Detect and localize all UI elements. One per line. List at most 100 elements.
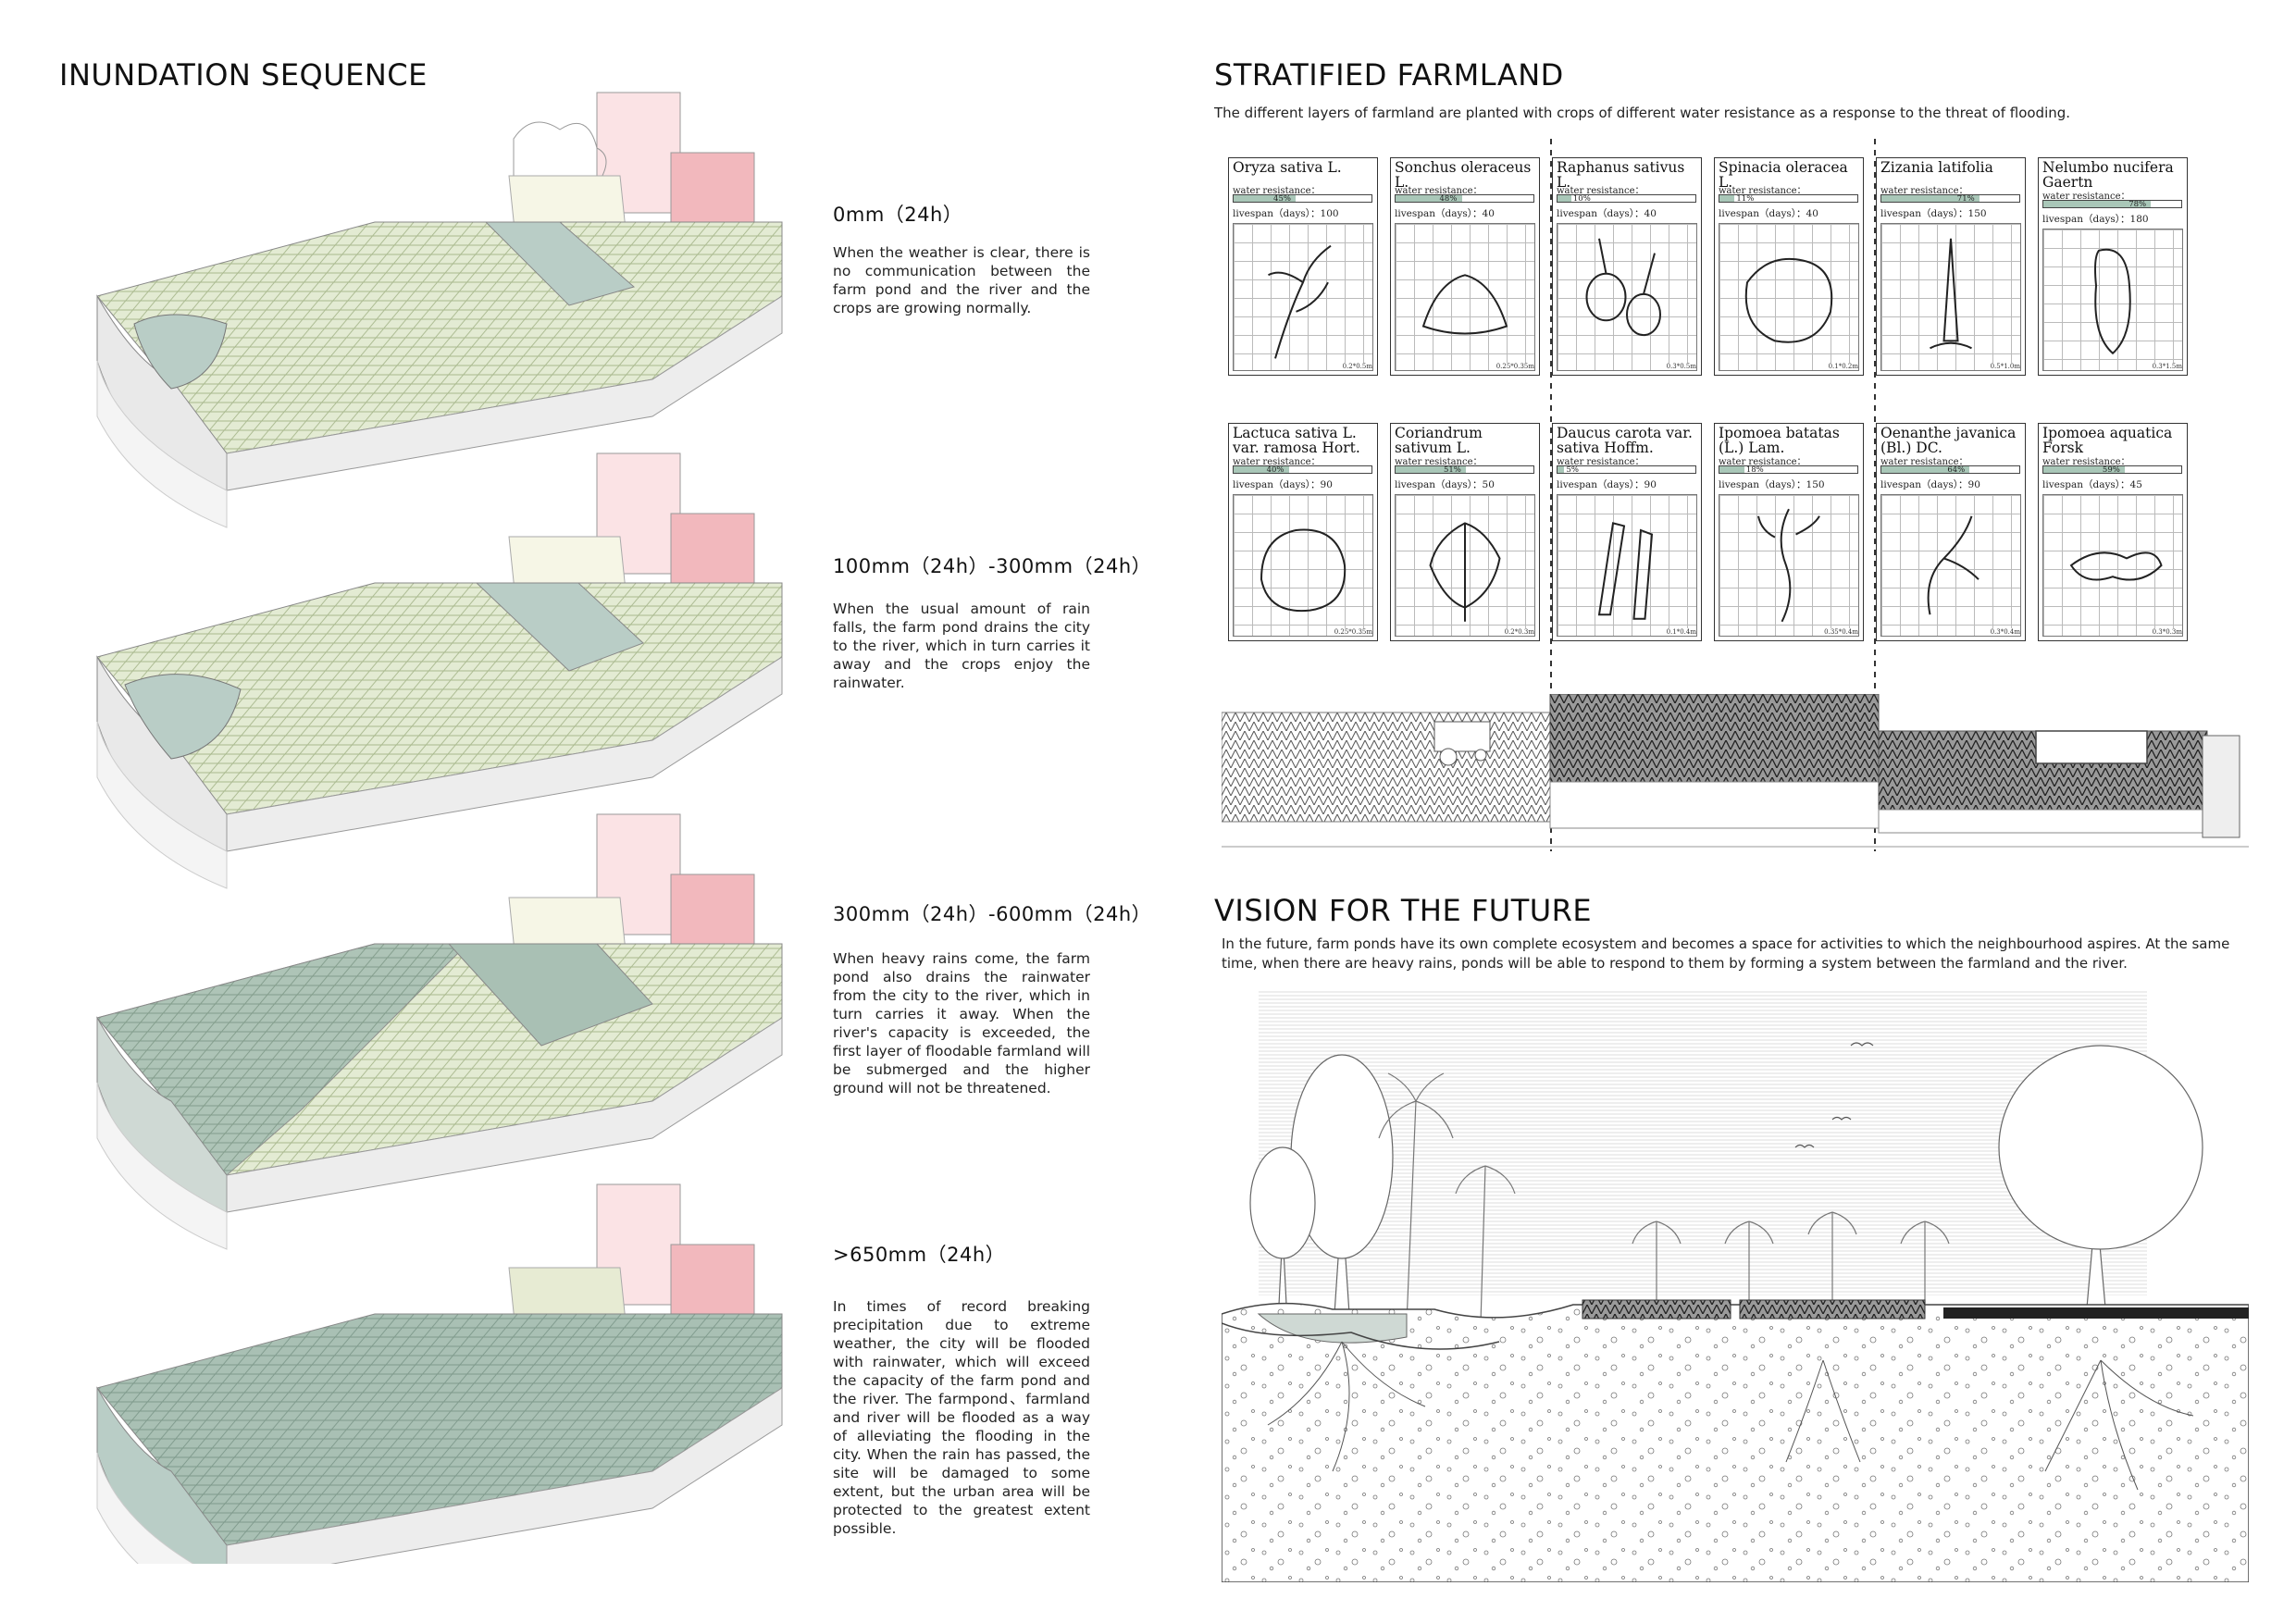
inundation-panel-2 — [96, 452, 783, 889]
water-resistance-label: water resistance： — [2042, 457, 2130, 467]
crop-name: Lactuca sativa L. var. ramosa Hort. — [1233, 425, 1360, 456]
water-resistance-value: 11% — [1736, 194, 1755, 204]
inundation-panel-1 — [96, 92, 783, 528]
lifespan-text: livespan（days）：40 — [1719, 208, 1818, 219]
water-resistance-label: water resistance： — [2042, 192, 2130, 202]
scale-label: 0.3*0.3m — [2152, 628, 2182, 636]
crop-card: Coriandrum sativum L.water resistance：51… — [1390, 423, 1540, 641]
crop-name: Raphanus sativus L. — [1557, 159, 1685, 191]
tractor-icon — [1433, 721, 1491, 752]
sow-thistle-icon — [1396, 224, 1534, 370]
water-resistance-bar: 40% — [1233, 465, 1372, 475]
inundation-panel-4 — [96, 1183, 783, 1564]
water-spinach-icon — [2043, 495, 2182, 636]
rice-plant-icon — [1234, 224, 1372, 370]
scale-label: 0.2*0.3m — [1504, 628, 1534, 636]
crop-card: Daucus carota var. sativa Hoffm.water re… — [1552, 423, 1702, 641]
water-resistance-value: 59% — [2102, 465, 2120, 475]
scale-label: 0.25*0.35m — [1496, 363, 1534, 370]
step-1-title: 0mm（24h） — [833, 204, 963, 226]
crop-name: Sonchus oleraceus L. — [1395, 159, 1532, 191]
crop-name: Coriandrum sativum L. — [1395, 425, 1483, 456]
bird-icon — [1850, 1042, 1874, 1047]
water-resistance-value: 5% — [1566, 465, 1579, 475]
crop-name: Daucus carota var. sativa Hoffm. — [1557, 425, 1693, 456]
scale-label: 0.3*0.5m — [1666, 363, 1696, 370]
tree-icon — [1290, 1054, 1394, 1343]
lettuce-icon — [1234, 495, 1372, 636]
bird-icon — [1831, 1116, 1852, 1121]
step-3-title: 300mm（24h）-600mm（24h） — [833, 903, 1152, 925]
scale-label: 0.3*1.5m — [2152, 363, 2182, 370]
water-resistance-value: 71% — [1956, 194, 1975, 204]
scale-label: 0.35*0.4m — [1824, 628, 1858, 636]
scale-grid — [1557, 494, 1697, 637]
scale-label: 0.5*1.0m — [1990, 363, 2020, 370]
crop-name: Ipomoea aquatica Forsk — [2042, 425, 2173, 456]
crop-card: Raphanus sativus L.water resistance：10%l… — [1552, 157, 1702, 376]
inundation-title: INUNDATION SEQUENCE — [59, 57, 428, 93]
crop-name: Spinacia oleracea L. — [1719, 159, 1848, 191]
lifespan-text: livespan（days）：90 — [1880, 479, 1980, 490]
water-resistance-value: 64% — [1947, 465, 1966, 475]
farmland-section — [1222, 694, 2249, 848]
lifespan-text: livespan（days）：50 — [1395, 479, 1495, 490]
scale-label: 0.1*0.2m — [1828, 363, 1858, 370]
crop-name: Oenanthe javanica (Bl.) DC. — [1880, 425, 2017, 456]
scale-grid — [1880, 494, 2021, 637]
lifespan-text: livespan（days）：150 — [1719, 479, 1825, 490]
water-resistance-value: 78% — [2128, 200, 2147, 209]
crop-name: Nelumbo nucifera Gaertn — [2042, 159, 2174, 191]
water-resistance-bar: 71% — [1880, 194, 2020, 204]
water-resistance-bar: 18% — [1719, 465, 1858, 475]
crop-card: Lactuca sativa L. var. ramosa Hort.water… — [1228, 423, 1378, 641]
radish-icon — [1558, 224, 1696, 370]
scale-label: 0.1*0.4m — [1666, 628, 1696, 636]
water-resistance-fill — [1881, 195, 1980, 202]
water-resistance-bar: 10% — [1557, 194, 1696, 204]
water-resistance-value: 45% — [1273, 194, 1291, 204]
step-1-text: When the weather is clear, there is no c… — [833, 244, 1090, 316]
lifespan-text: livespan（days）：45 — [2042, 479, 2142, 490]
scale-label: 0.2*0.5m — [1342, 363, 1372, 370]
water-resistance-fill — [2043, 466, 2125, 473]
crop-name: Oryza sativa L. — [1233, 159, 1342, 176]
water-resistance-bar: 48% — [1395, 194, 1534, 204]
crop-card: Spinacia oleracea L.water resistance：11%… — [1714, 157, 1864, 376]
scale-grid — [1719, 494, 1859, 637]
scale-grid — [2042, 494, 2183, 637]
water-resistance-value: 40% — [1266, 465, 1285, 475]
inundation-panel-3 — [96, 813, 783, 1250]
lifespan-text: livespan（days）：40 — [1395, 208, 1495, 219]
palm-tree-icon — [1378, 1072, 1950, 1324]
scale-grid — [2042, 229, 2183, 371]
vision-illustration — [1222, 990, 2249, 1582]
crop-card: Oryza sativa L.water resistance：45%lives… — [1228, 157, 1378, 376]
farmland-title: STRATIFIED FARMLAND — [1214, 57, 1564, 93]
scale-grid — [1233, 494, 1373, 637]
water-resistance-bar: 45% — [1233, 194, 1372, 204]
water-resistance-bar: 51% — [1395, 465, 1534, 475]
step-3-text: When heavy rains come, the farm pond als… — [833, 950, 1090, 1096]
water-resistance-value: 48% — [1439, 194, 1458, 204]
water-resistance-fill — [1396, 466, 1466, 473]
scale-grid — [1719, 223, 1859, 371]
water-resistance-label: water resistance： — [1880, 457, 1968, 467]
water-resistance-fill — [1719, 466, 1744, 473]
crop-card: Oenanthe javanica (Bl.) DC.water resista… — [1876, 423, 2026, 641]
water-resistance-label: water resistance： — [1395, 186, 1483, 196]
scale-label: 0.25*0.35m — [1334, 628, 1372, 636]
water-resistance-label: water resistance： — [1719, 457, 1806, 467]
scale-grid — [1233, 223, 1373, 371]
water-resistance-label: water resistance： — [1395, 457, 1483, 467]
water-resistance-bar: 78% — [2042, 200, 2182, 209]
water-resistance-fill — [1719, 195, 1735, 202]
water-resistance-bar: 5% — [1557, 465, 1696, 475]
lotus-root-icon — [2043, 229, 2182, 370]
crop-name: Zizania latifolia — [1880, 159, 1993, 176]
water-resistance-bar: 11% — [1719, 194, 1858, 204]
inundation-diagrams — [96, 92, 783, 1564]
